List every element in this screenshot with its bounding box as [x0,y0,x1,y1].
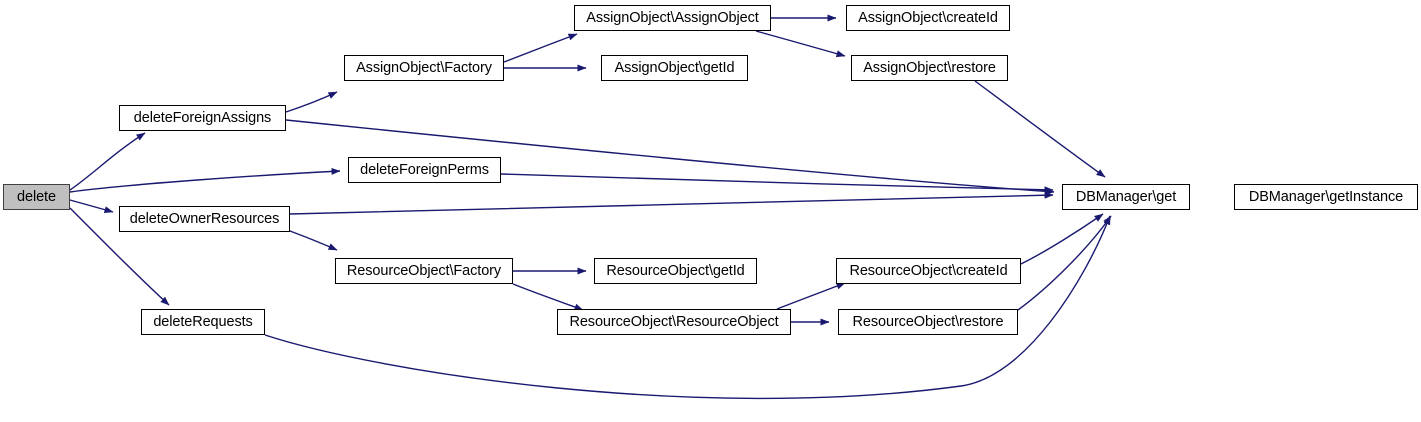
node-ResourceObjectgetId[interactable]: ResourceObject\getId [594,258,757,284]
node-label-AssignObjectrestore: AssignObject\restore [863,59,996,76]
edge-deleteRequests-to-DBManagerget [264,215,1111,400]
node-AssignObjectcreateId[interactable]: AssignObject\createId [846,5,1010,31]
edge-deleteOwnerResources-to-DBManagerget [289,191,1054,215]
node-AssignObjectAssignObject[interactable]: AssignObject\AssignObject [574,5,771,31]
node-label-deleteOwnerResources: deleteOwnerResources [129,210,280,227]
node-label-ResourceObjectResourceObject: ResourceObject\ResourceObject [569,313,779,330]
node-delete[interactable]: delete [3,184,70,210]
node-ResourceObjectrestore[interactable]: ResourceObject\restore [838,309,1018,335]
node-label-deleteForeignPerms: deleteForeignPerms [360,161,489,178]
edge-delete-to-deleteOwnerResources [69,199,114,214]
edge-delete-to-deleteRequests [69,207,170,306]
node-deleteForeignAssigns[interactable]: deleteForeignAssigns [119,105,286,131]
node-label-deleteForeignAssigns: deleteForeignAssigns [133,109,272,126]
node-label-DBManagerget: DBManager\get [1075,188,1177,205]
edge-deleteOwnerResources-to-ResourceObjectFactory [289,230,338,251]
node-DBManagerget[interactable]: DBManager\get [1062,184,1190,210]
node-DBManagergetInstance[interactable]: DBManager\getInstance [1234,184,1418,210]
node-AssignObjectFactory[interactable]: AssignObject\Factory [344,55,504,81]
node-label-DBManagergetInstance: DBManager\getInstance [1248,188,1404,205]
node-label-ResourceObjectgetId: ResourceObject\getId [606,262,745,279]
node-label-AssignObjectAssignObject: AssignObject\AssignObject [586,9,759,26]
node-AssignObjectgetId[interactable]: AssignObject\getId [601,55,748,81]
node-deleteOwnerResources[interactable]: deleteOwnerResources [119,206,290,232]
node-label-AssignObjectcreateId: AssignObject\createId [858,9,998,26]
edge-deleteForeignAssigns-to-DBManagerget [285,119,1055,195]
node-ResourceObjectFactory[interactable]: ResourceObject\Factory [335,258,513,284]
node-ResourceObjectcreateId[interactable]: ResourceObject\createId [836,258,1021,284]
edge-delete-to-deleteForeignAssigns [69,132,146,191]
edge-deleteForeignPerms-to-DBManagerget [500,173,1054,194]
edge-ResourceObjectFactory-to-ResourceObjectResourceObject [512,283,584,311]
edge-delete-to-deleteForeignPerms [69,167,341,193]
node-AssignObjectrestore[interactable]: AssignObject\restore [851,55,1008,81]
edge-deleteForeignAssigns-to-AssignObjectFactory [285,91,338,113]
node-label-ResourceObjectrestore: ResourceObject\restore [852,313,1004,330]
edge-ResourceObjectcreateId-to-DBManagerget [1020,213,1104,265]
node-ResourceObjectResourceObject[interactable]: ResourceObject\ResourceObject [557,309,791,335]
node-label-ResourceObjectcreateId: ResourceObject\createId [849,262,1008,279]
edge-AssignObjectAssignObject-to-AssignObjectrestore [755,30,846,58]
node-label-AssignObjectgetId: AssignObject\getId [614,59,735,76]
node-label-delete: delete [17,188,56,205]
node-deleteRequests[interactable]: deleteRequests [141,309,265,335]
edge-AssignObjectrestore-to-DBManagerget [974,80,1106,178]
edge-ResourceObjectResourceObject-to-ResourceObjectcreateId [776,282,846,310]
node-label-deleteRequests: deleteRequests [153,313,253,330]
node-label-ResourceObjectFactory: ResourceObject\Factory [346,262,502,279]
edge-AssignObjectFactory-to-AssignObjectAssignObject [503,33,578,63]
edge-ResourceObjectrestore-to-DBManagerget [1017,215,1112,311]
node-deleteForeignPerms[interactable]: deleteForeignPerms [348,157,501,183]
node-label-AssignObjectFactory: AssignObject\Factory [356,59,492,76]
edge-group [69,14,1112,400]
